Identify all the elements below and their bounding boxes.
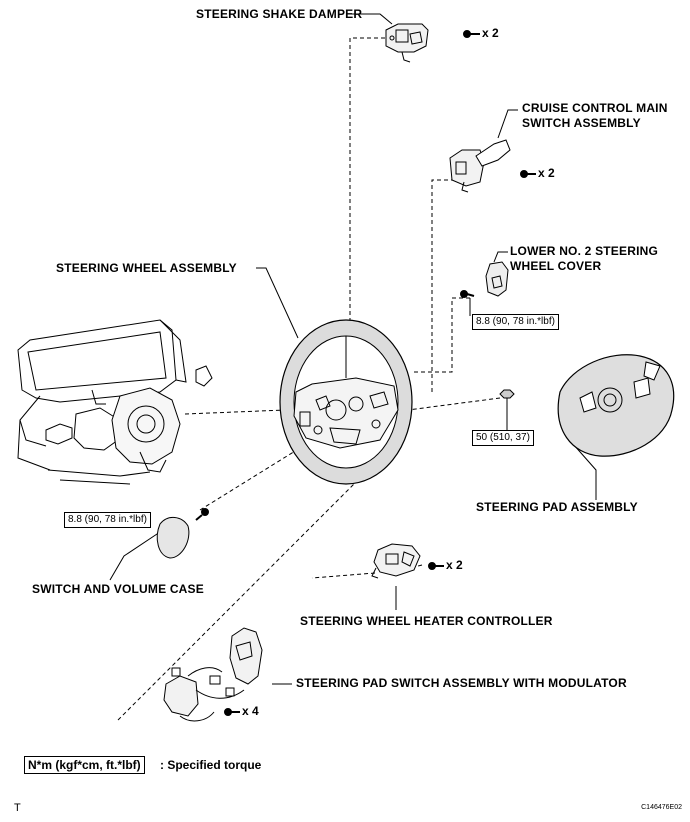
label-switch-volume-case: SWITCH AND VOLUME CASE <box>32 582 204 596</box>
screw-icon <box>460 290 475 316</box>
qty-cruise: x 2 <box>538 166 555 180</box>
screw-icon <box>195 508 209 521</box>
label-cruise-line1: CRUISE CONTROL MAIN <box>522 101 668 115</box>
torque-pad-nut: 50 (510, 37) <box>472 430 534 446</box>
label-steering-pad-assembly: STEERING PAD ASSEMBLY <box>476 500 638 514</box>
label-heater-controller: STEERING WHEEL HEATER CONTROLLER <box>300 614 553 628</box>
steering-shake-damper <box>385 23 429 63</box>
pad-switch-part <box>163 627 263 722</box>
heater-controller-part <box>371 543 421 579</box>
qty-heater: x 2 <box>446 558 463 572</box>
torque-lower-cover: 8.8 (90, 78 in.*lbf) <box>472 314 559 330</box>
steering-wheel-assembly <box>279 319 413 485</box>
qty-shake-damper: x 2 <box>482 26 499 40</box>
steering-pad-part <box>557 354 675 457</box>
label-steering-wheel-assembly: STEERING WHEEL ASSEMBLY <box>56 261 237 275</box>
switch-volume-case-part <box>156 517 190 559</box>
steering-column-dashboard <box>17 319 213 485</box>
label-cruise-line2: SWITCH ASSEMBLY <box>522 116 641 130</box>
torque-switch-case: 8.8 (90, 78 in.*lbf) <box>64 512 151 528</box>
bolt-icon <box>428 562 444 570</box>
label-lower-cover-line1: LOWER NO. 2 STEERING <box>510 244 659 258</box>
qty-pad-switch: x 4 <box>242 704 259 718</box>
figure-code: C146476E02 <box>641 804 682 811</box>
cruise-control-switch <box>449 139 511 193</box>
label-lower-cover-line2: WHEEL COVER <box>510 259 602 273</box>
label-steering-shake-damper: STEERING SHAKE DAMPER <box>196 7 363 21</box>
label-pad-switch-assembly: STEERING PAD SWITCH ASSEMBLY WITH MODULA… <box>296 676 627 690</box>
bolt-icon <box>463 30 480 38</box>
bolt-icon <box>520 170 536 178</box>
legend-text: : Specified torque <box>160 758 262 772</box>
nut-icon <box>499 389 515 430</box>
legend-unit-box: N*m (kgf*cm, ft.*lbf) <box>24 756 145 774</box>
screw-icon <box>224 708 240 716</box>
corner-mark: T <box>14 802 21 814</box>
lower-cover-part <box>485 261 509 297</box>
